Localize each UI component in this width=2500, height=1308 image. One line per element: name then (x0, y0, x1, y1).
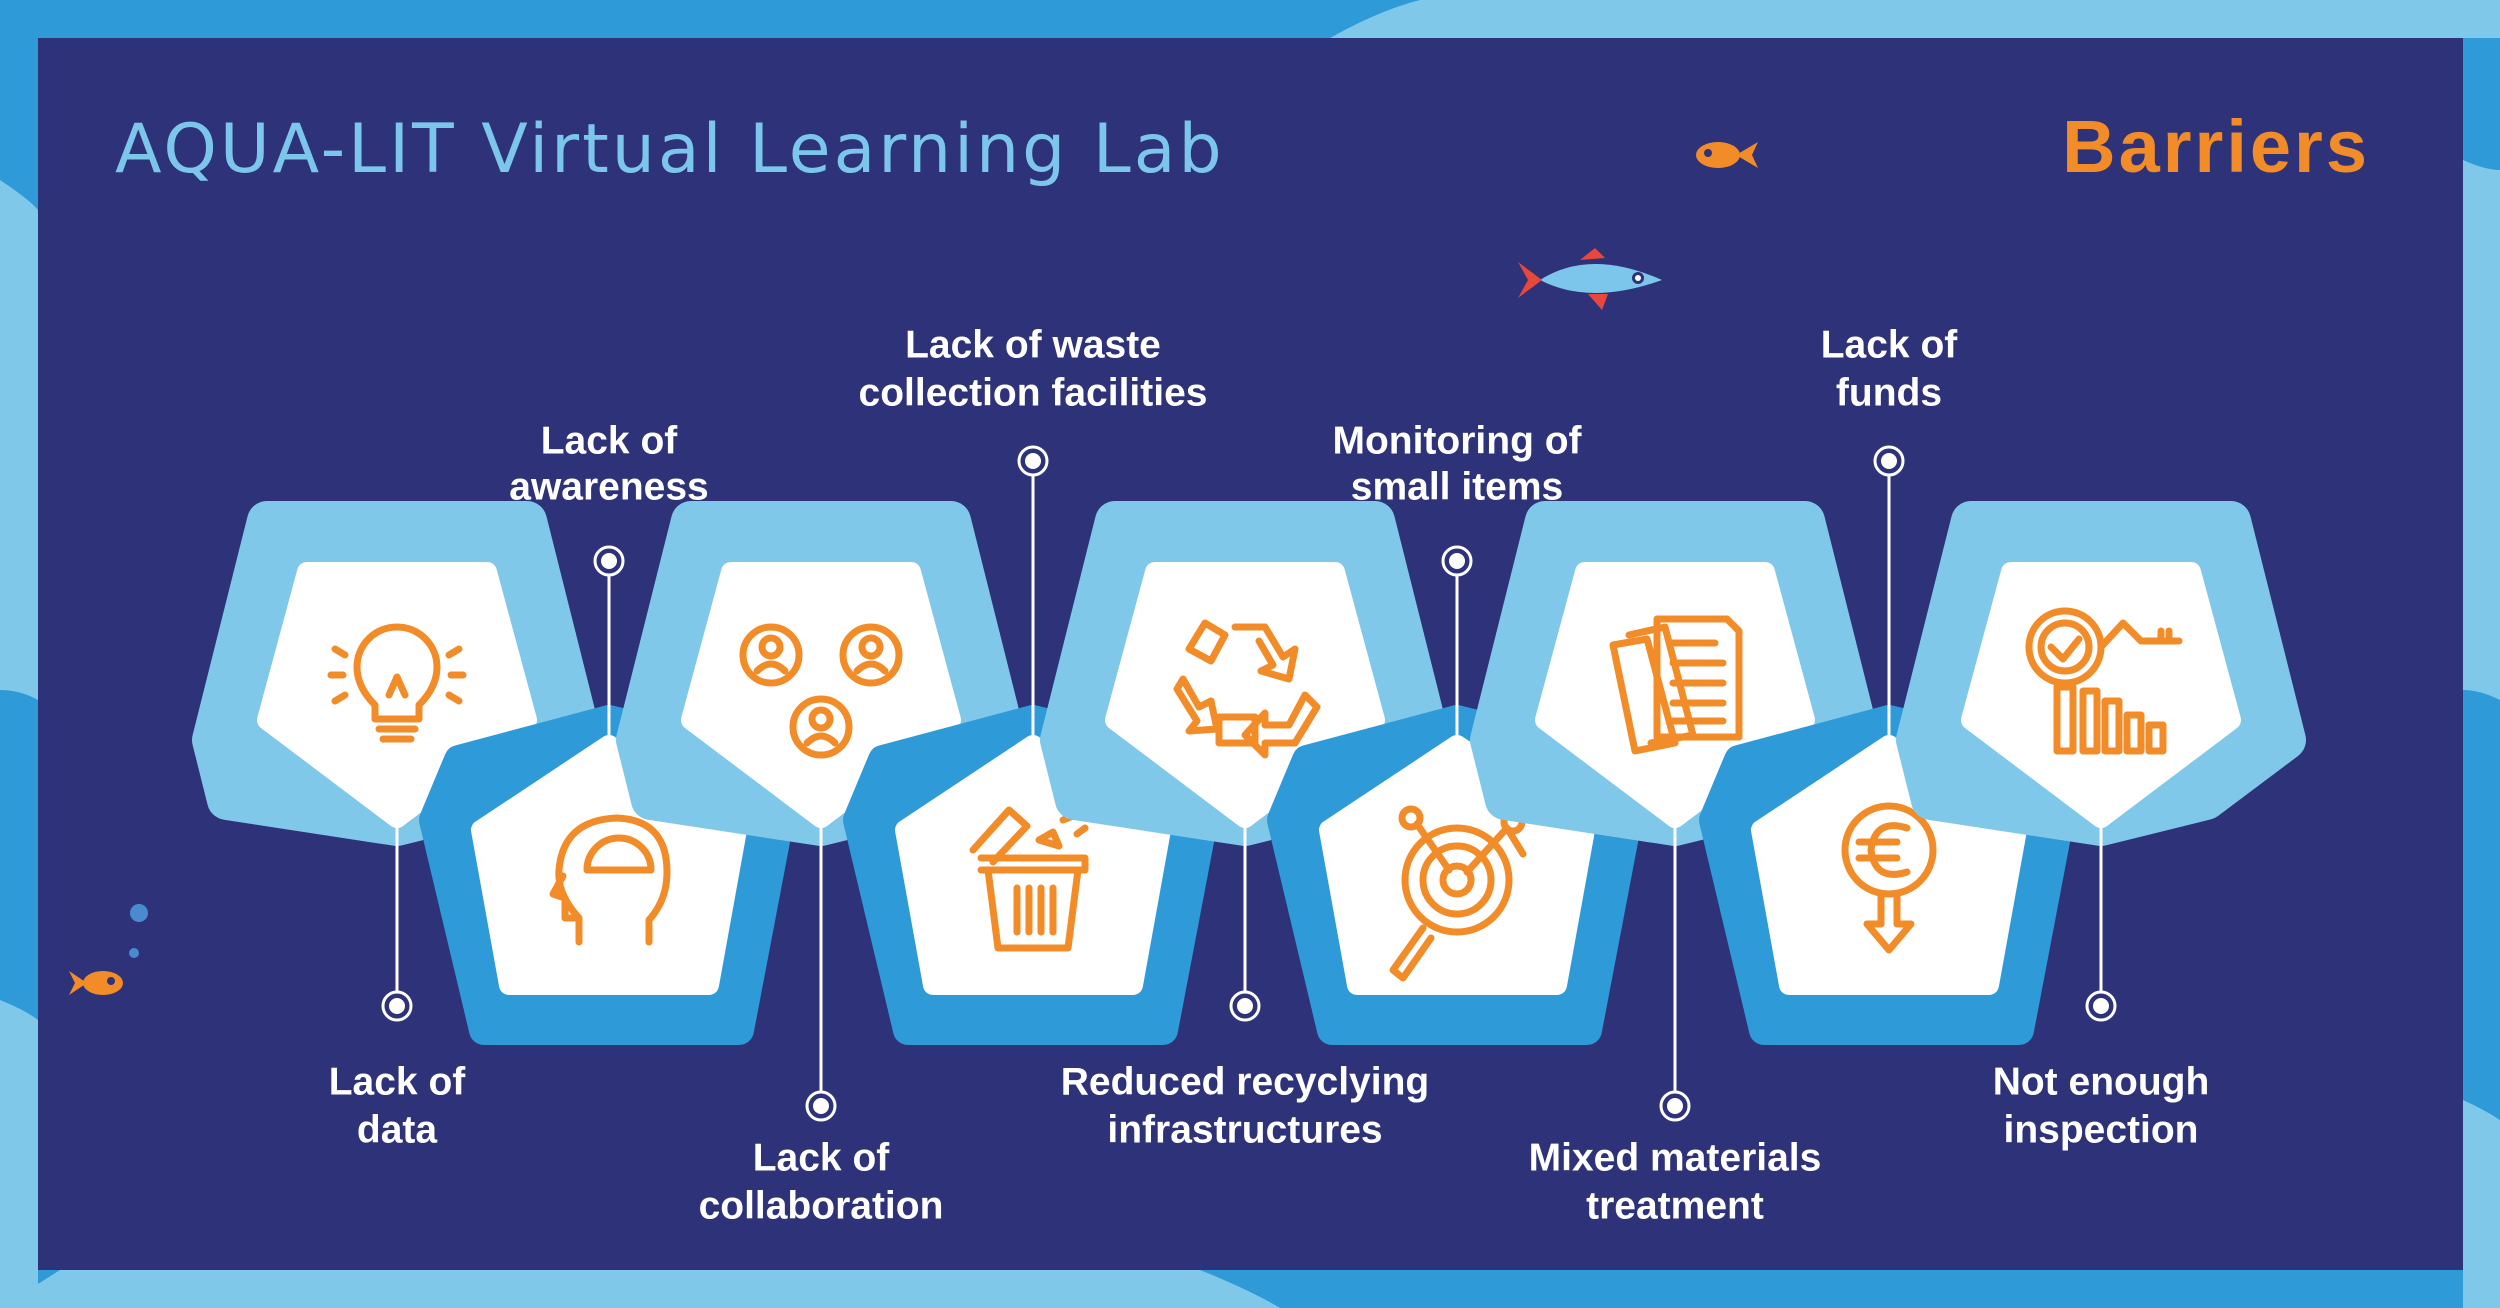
hexagon-card (1896, 501, 2306, 846)
barrier-label: Not enough (1993, 1060, 2210, 1103)
connector-dot (1229, 990, 1261, 1022)
connector-dot (1017, 445, 1049, 477)
small-fish-icon (69, 971, 123, 995)
barrier-label: infrastructures (1107, 1108, 1382, 1151)
barrier-label: Lack of (753, 1136, 891, 1179)
barrier-label: awareness (509, 465, 708, 508)
barrier-label: treatment (1586, 1184, 1764, 1227)
connector-dot (805, 1090, 837, 1122)
page-title: AQUA-LIT Virtual Learning Lab (115, 110, 1225, 189)
barrier-label: Mixed materials (1529, 1136, 1822, 1179)
users-icon (739, 623, 903, 759)
connector-dot (2085, 990, 2117, 1022)
barrier-label: Lack of (329, 1060, 467, 1103)
documents-icon (1609, 615, 1743, 755)
head-icon (549, 814, 671, 946)
barrier-label: Lack of (541, 419, 679, 462)
connector-dot (1441, 545, 1473, 577)
magnifier-chart-icon (2025, 607, 2183, 755)
barrier-label: collection facilities (859, 371, 1208, 414)
barrier-label: data (357, 1108, 438, 1151)
barrier-label: collaboration (699, 1184, 944, 1227)
barrier-item: Not enough inspection (1896, 501, 2306, 1151)
connector-dot (1659, 1090, 1691, 1122)
barrier-label: Lack of (1821, 323, 1959, 366)
small-fish-icon (1696, 142, 1758, 168)
euro-down-icon (1841, 802, 1937, 954)
barrier-label: funds (1836, 371, 1942, 414)
lightbulb-icon (327, 623, 467, 743)
barrier-label: Lack of waste (905, 323, 1161, 366)
big-fish-icon (1518, 248, 1662, 310)
section-title: Barriers (2062, 105, 2370, 188)
barrier-label: inspection (2003, 1108, 2198, 1151)
magnifier-target-icon (1389, 805, 1527, 982)
connector-dot (381, 990, 413, 1022)
connector-dot (1873, 445, 1905, 477)
barrier-label: small items (1351, 465, 1563, 508)
barrier-label: Reduced recyclying (1061, 1060, 1429, 1103)
bubbles (129, 904, 148, 958)
connector-dot (593, 545, 625, 577)
recycle-icon (1173, 619, 1321, 759)
barrier-label: Monitoring of (1332, 419, 1582, 462)
